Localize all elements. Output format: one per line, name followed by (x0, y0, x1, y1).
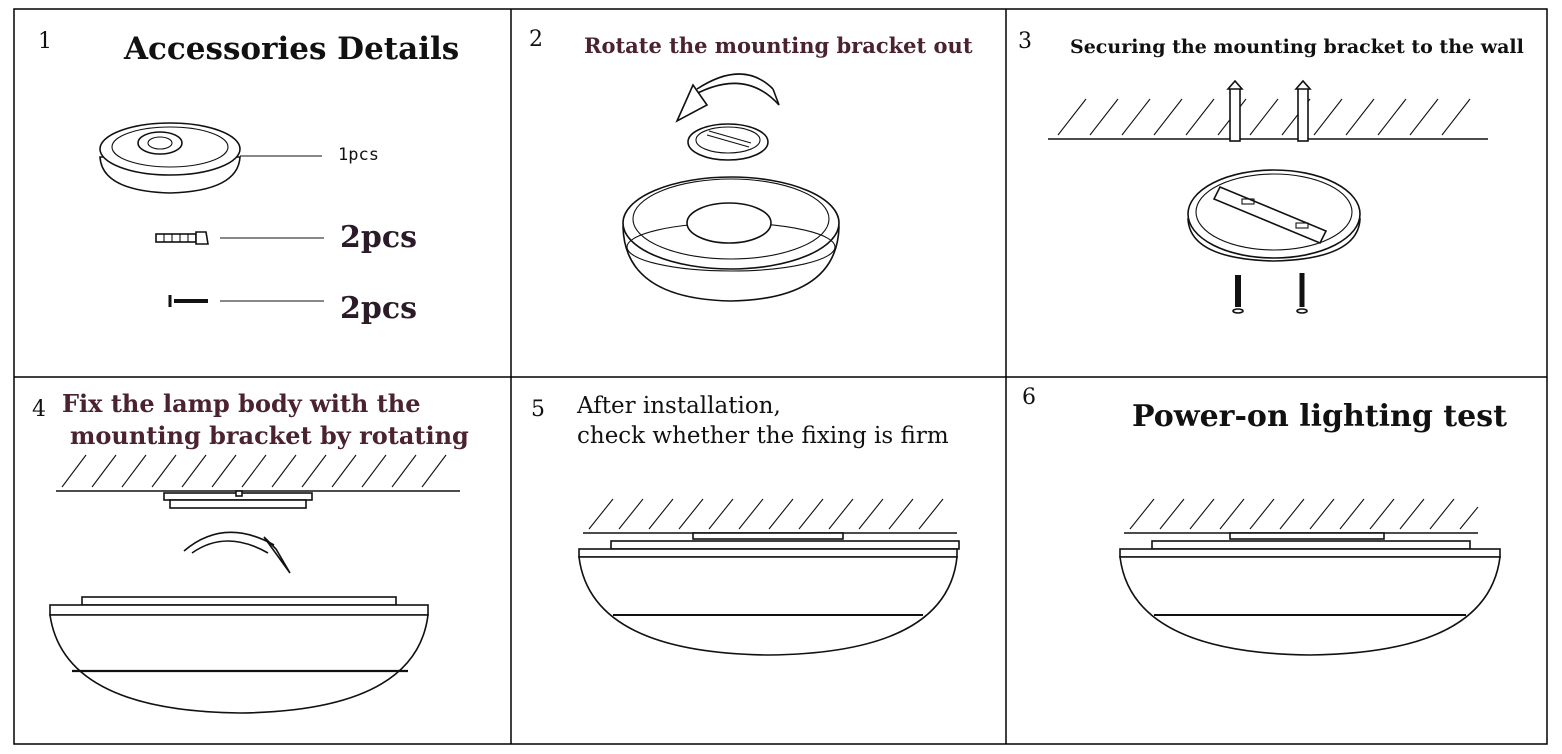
lamp-body-icon (578, 532, 960, 656)
lamp-quantity: 1pcs (338, 145, 379, 165)
ceiling-lamp-icon (99, 122, 241, 194)
step-number: 4 (32, 397, 46, 422)
screw-icon (168, 295, 208, 307)
mounting-bracket-icon (163, 490, 313, 509)
lamp-body-icon (1119, 532, 1501, 656)
panel-title-line-2: mounting bracket by rotating (70, 421, 469, 450)
step-number: 1 (38, 29, 52, 54)
panel-3-secure-bracket: 3 Securing the mounting bracket to the w… (1006, 9, 1547, 377)
fix-lamp-illustration (49, 454, 460, 714)
panel-title-line-2: check whether the fixing is firm (577, 423, 949, 449)
wall-anchor-icon (155, 231, 209, 245)
mounting-bracket-icon (1187, 169, 1361, 262)
step-number: 6 (1022, 385, 1036, 410)
panel-2-rotate-bracket: 2 Rotate the mounting bracket out (511, 9, 1006, 377)
wall-anchor-icon (1226, 79, 1312, 142)
rotation-arrow-icon (183, 531, 291, 574)
mounting-bracket-icon (687, 123, 769, 161)
rotate-bracket-illustration (622, 73, 840, 302)
installed-lamp-illustration (578, 498, 960, 656)
secure-bracket-illustration (1048, 79, 1488, 314)
power-test-illustration (1119, 498, 1501, 656)
panel-title-line-1: Fix the lamp body with the (62, 389, 421, 418)
ceiling-hatch (1124, 498, 1479, 534)
lamp-body-icon (49, 596, 429, 714)
panel-6-power-test: 6 Power-on lighting test (1006, 377, 1547, 744)
rotation-arrow-icon (675, 73, 780, 123)
panel-5-check-fixing: 5 After installation, check whether the … (511, 377, 1006, 744)
panel-1-accessories: 1 Accessories Details (14, 9, 511, 377)
step-number: 3 (1018, 29, 1032, 54)
panel-title: Securing the mounting bracket to the wal… (1070, 36, 1524, 58)
panel-4-fix-lamp-body: 4 Fix the lamp body with the mounting br… (14, 377, 511, 744)
panel-title: Power-on lighting test (1132, 399, 1507, 434)
screw-icon (1232, 273, 1308, 314)
step-number: 2 (529, 27, 543, 52)
lamp-body-icon (622, 176, 840, 302)
anchor-quantity: 2pcs (340, 220, 418, 255)
screw-quantity: 2pcs (340, 291, 418, 326)
ceiling-hatch (1048, 98, 1488, 140)
panel-title: Rotate the mounting bracket out (584, 33, 973, 58)
panel-title: Accessories Details (124, 31, 460, 67)
panel-title-line-1: After installation, (577, 393, 781, 419)
step-number: 5 (531, 397, 545, 422)
accessories-illustration (99, 122, 324, 307)
ceiling-hatch (583, 498, 957, 534)
ceiling-hatch (56, 454, 460, 492)
